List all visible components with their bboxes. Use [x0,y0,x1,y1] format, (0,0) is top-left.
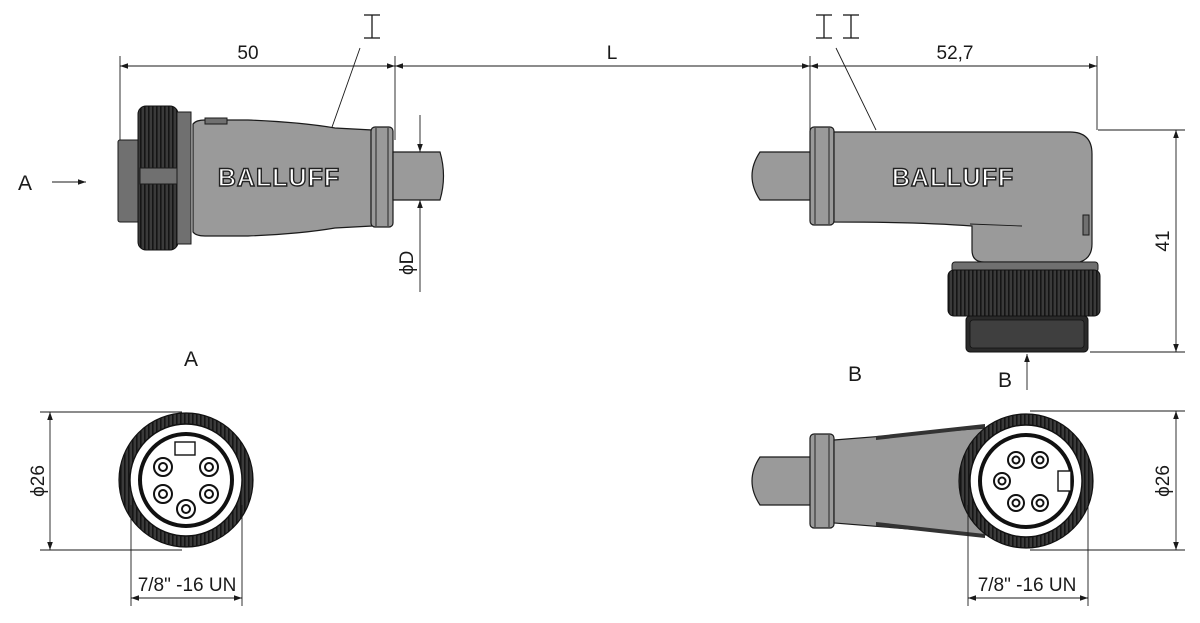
view-b-dimensions [967,410,1185,606]
view-a-arrow-label: A [18,172,32,195]
marker-part-i-symbol [330,14,380,131]
top-dimension-lines [119,56,1098,140]
right-connector [809,126,1101,353]
left-connector [117,105,394,251]
dimension-thread-a: 7/8" -16 UN [138,575,237,596]
dimension-diameter-a: ϕ26 [28,465,49,497]
left-cable [392,151,445,201]
view-a-dimensions [40,411,243,606]
dimension-right-length: 52,7 [937,43,974,64]
cable-diameter-dimension [405,115,428,292]
view-a-title: A [184,348,198,371]
view-b-side [751,424,986,538]
view-b-title: B [848,363,862,386]
right-cable [751,151,813,201]
logo-right: BALLUFF [892,164,1014,192]
view-b-arrow-label: B [998,369,1012,392]
view-a-front-face [118,412,254,548]
dimension-diameter-b: ϕ26 [1153,465,1174,497]
marker-part-ii-symbol [816,14,877,131]
height-dimension [1090,129,1185,353]
dimension-cable-length: L [607,43,618,64]
dimension-cable-diameter: ϕD [397,251,418,275]
logo-left: BALLUFF [218,164,340,192]
dimension-height: 41 [1153,230,1174,251]
view-b-front-face [958,413,1094,549]
dimension-thread-b: 7/8" -16 UN [978,575,1077,596]
dimension-left-length: 50 [237,43,258,64]
